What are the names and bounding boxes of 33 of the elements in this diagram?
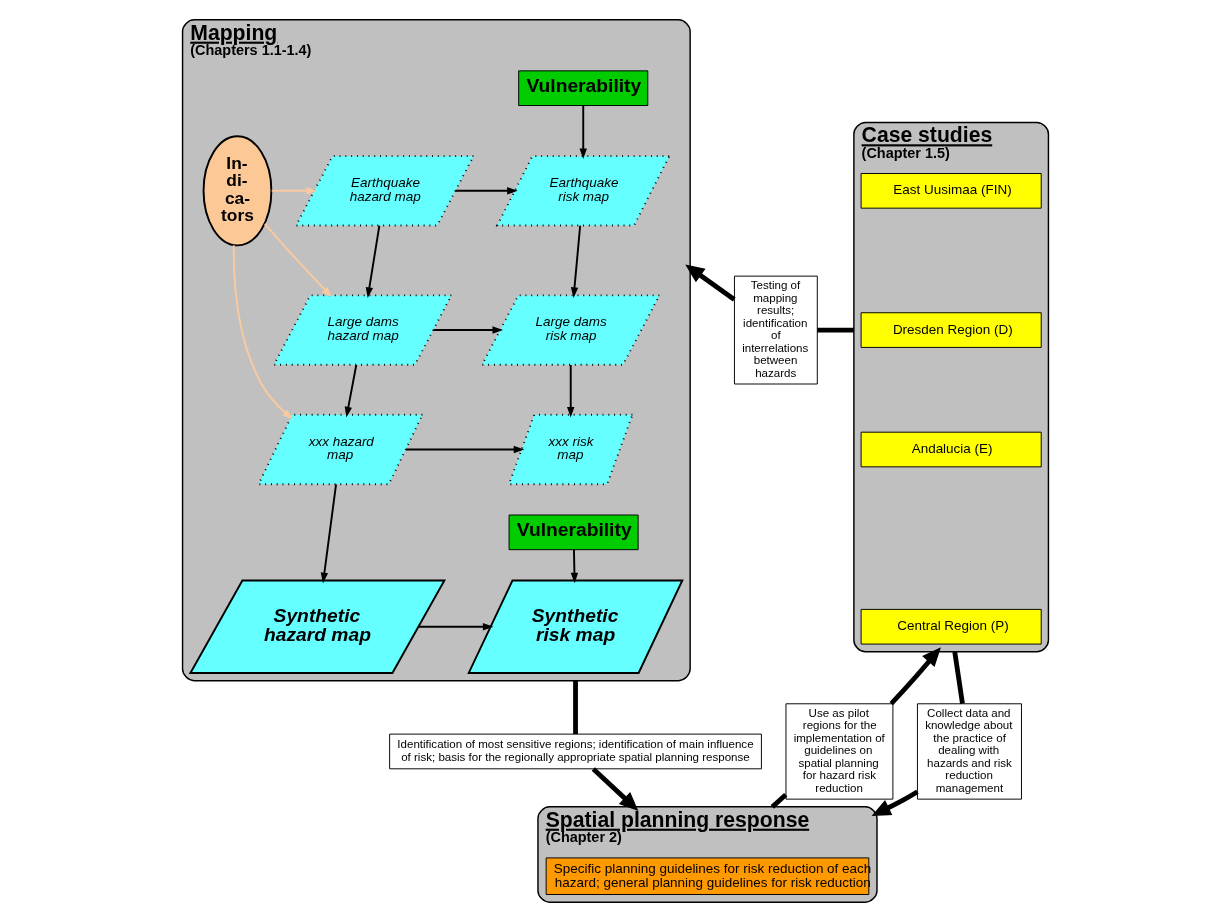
connector [573, 680, 578, 735]
arrow [871, 789, 919, 816]
connector [817, 327, 854, 333]
arrow [567, 364, 575, 418]
node-box: Andalucia (E) [860, 431, 1042, 468]
arrow [591, 767, 639, 811]
arrow [263, 223, 333, 298]
node-box: Use as pilot regions for the implementation of guidelines on spatial planning for hazard risk reduction [785, 703, 894, 800]
node-ellipse: In- di- ca- tors [202, 135, 273, 247]
arrow [579, 104, 587, 159]
node-box: Identification of most sensitive regions; identification of main influence of risk; basis for the regionally appropriate spatial planning response [389, 733, 762, 770]
arrow [570, 548, 579, 584]
node-box: East Uusimaa (FIN) [860, 173, 1042, 209]
node-box: Collect data and knowledge about the practice of dealing with hazards and risk reduction management [916, 703, 1022, 800]
node-box: Testing of mapping results; identification of interrelations between hazards [733, 275, 818, 385]
connector [770, 792, 788, 809]
arrow [232, 244, 294, 420]
node-box: Vulnerability [518, 70, 649, 106]
arrow [432, 326, 504, 334]
arrow [320, 483, 338, 584]
node-box: Central Region (P) [860, 608, 1042, 645]
arrow [344, 364, 358, 418]
arrow [365, 224, 381, 298]
node-box: Vulnerability [508, 514, 639, 551]
node-box: Dresden Region (D) [860, 312, 1042, 348]
arrow [889, 647, 941, 706]
arrow [417, 623, 494, 631]
arrow [570, 224, 582, 298]
arrow [404, 445, 525, 454]
arrow [270, 187, 318, 195]
connector [952, 651, 965, 704]
arrow [454, 187, 518, 195]
arrow [685, 264, 736, 302]
